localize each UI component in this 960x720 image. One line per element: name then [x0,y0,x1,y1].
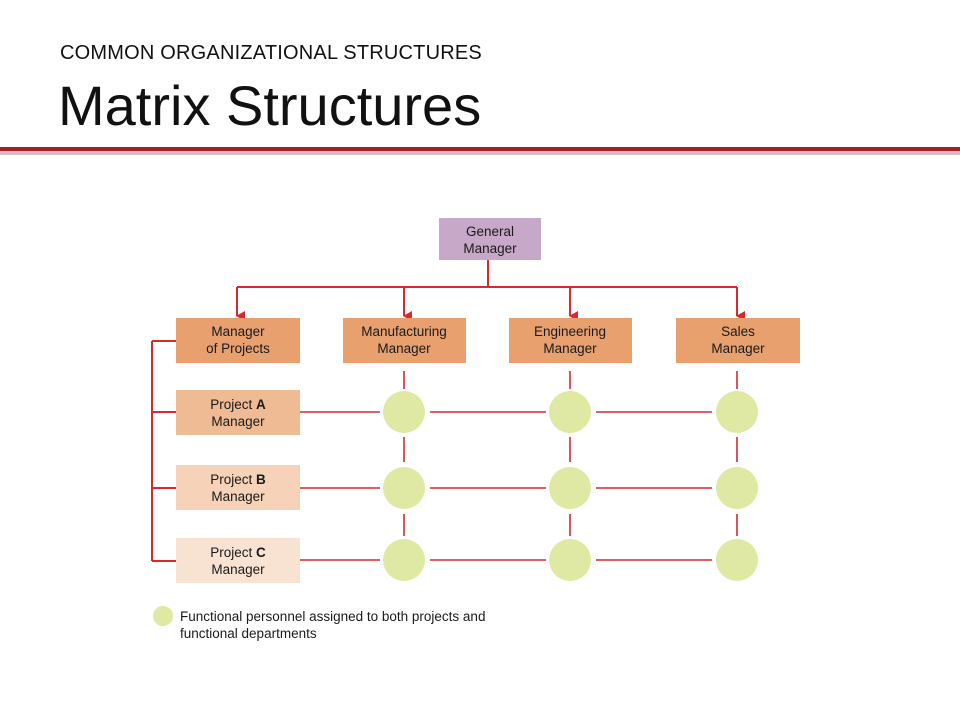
project-c-manager-line2: Manager [211,562,265,577]
project-a-manager-line2: Manager [211,414,265,429]
manufacturing-manager-node: Manufacturing Manager [343,318,466,363]
manager-of-projects-line1: Manager [211,324,265,339]
sales-manager-node: Sales Manager [676,318,800,363]
manager-of-projects-node: Manager of Projects [176,318,300,363]
project-c-manager-line1: Project C [210,545,266,560]
project-lines [300,411,712,561]
general-manager-line1: General [466,224,514,239]
project-b-manager-line2: Manager [211,489,265,504]
engineering-manager-line2: Manager [543,341,597,356]
project-a-manager-node: Project A Manager [176,390,300,435]
personnel-node [716,391,758,433]
project-a-manager-line1: Project A [210,397,266,412]
slide-header: COMMON ORGANIZATIONAL STRUCTURES Matrix … [0,0,960,160]
project-c-manager-node: Project C Manager [176,538,300,583]
header-rule [0,147,960,151]
personnel-node [549,391,591,433]
manager-of-projects-line2: of Projects [206,341,270,356]
sales-manager-line2: Manager [711,341,765,356]
project-b-manager-node: Project B Manager [176,465,300,510]
engineering-manager-node: Engineering Manager [509,318,632,363]
top-connectors [236,260,745,321]
personnel-node [716,539,758,581]
general-manager-line2: Manager [463,241,517,256]
personnel-node [549,539,591,581]
project-b-manager-line1: Project B [210,472,266,487]
legend-text-line2: functional departments [180,626,317,641]
personnel-grid [383,391,758,581]
personnel-node [383,391,425,433]
personnel-node [383,539,425,581]
slide-title: Matrix Structures [58,74,482,137]
general-manager-node: General Manager [439,218,541,260]
engineering-manager-line1: Engineering [534,324,606,339]
personnel-node [383,467,425,509]
legend: Functional personnel assigned to both pr… [153,606,485,641]
personnel-node [549,467,591,509]
personnel-node [716,467,758,509]
legend-swatch [153,606,173,626]
header-rule-shadow [0,151,960,155]
legend-text-line1: Functional personnel assigned to both pr… [180,609,485,624]
functional-lines [403,371,738,536]
sales-manager-line1: Sales [721,324,755,339]
manufacturing-manager-line2: Manager [377,341,431,356]
slide-subtitle: COMMON ORGANIZATIONAL STRUCTURES [60,42,482,64]
project-bracket [151,340,176,562]
manufacturing-manager-line1: Manufacturing [361,324,447,339]
